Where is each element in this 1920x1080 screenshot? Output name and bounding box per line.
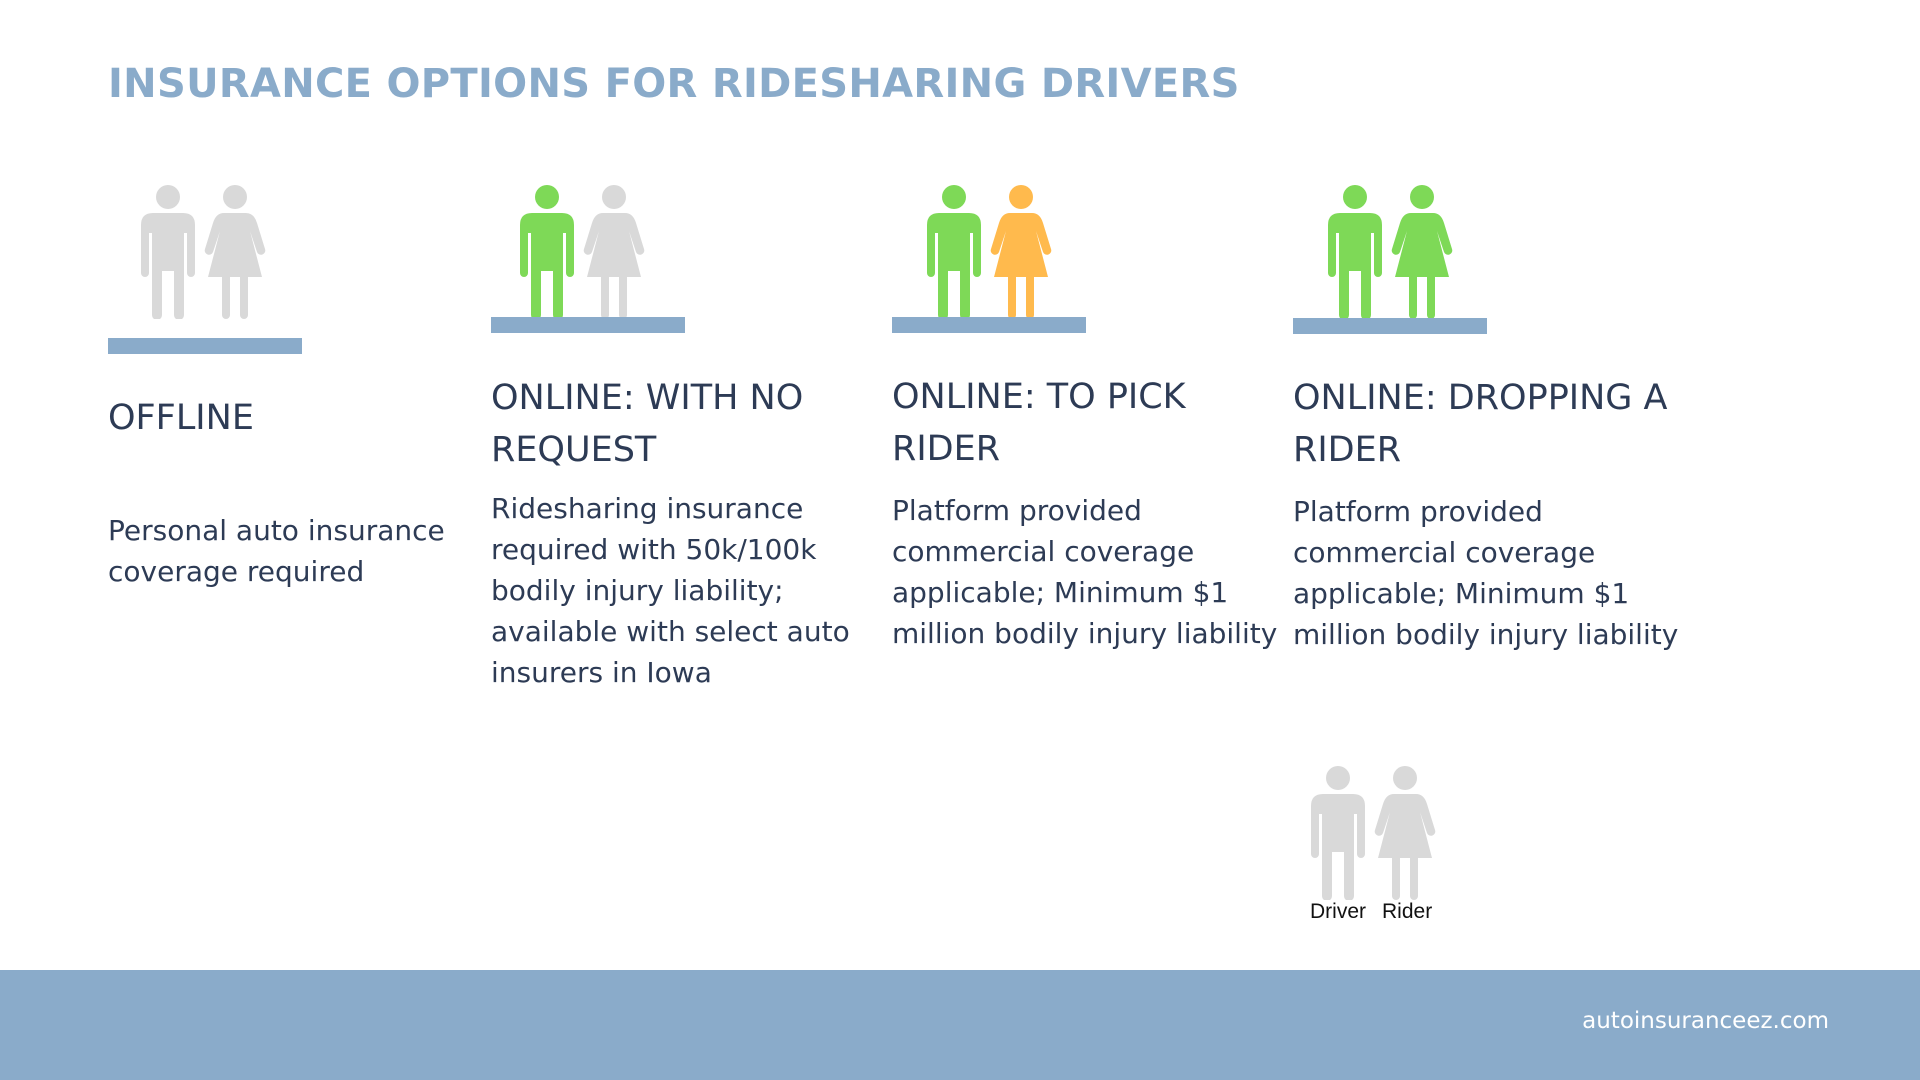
state-description: Personal auto insurance coverage require… [108, 514, 445, 588]
legend: Driver Rider [1306, 766, 1446, 926]
legend-driver-label: Driver [1310, 900, 1366, 923]
column-online-dropping-rider: ONLINE: DROPPING A RIDER Platform provid… [1293, 0, 1688, 970]
person-icons [140, 185, 340, 325]
state-title: ONLINE: TO PICK RIDER [892, 377, 1186, 469]
male-person-icon [1311, 766, 1365, 900]
female-person-icon [1374, 766, 1436, 900]
state-title: OFFLINE [108, 398, 254, 438]
state-description: Platform provided commercial coverage ap… [1293, 495, 1679, 651]
female-person-icon [204, 185, 266, 319]
footer-site-link[interactable]: autoinsuranceez.com [1582, 1008, 1829, 1034]
footer: autoinsuranceez.com [0, 970, 1920, 1080]
platform-bar [1293, 318, 1487, 334]
page-title: INSURANCE OPTIONS FOR RIDESHARING DRIVER… [108, 61, 1240, 107]
column-offline: OFFLINE Personal auto insurance coverage… [108, 0, 503, 970]
column-online-no-request: ONLINE: WITH NO REQUEST Ridesharing insu… [491, 0, 886, 970]
state-title: ONLINE: WITH NO REQUEST [491, 378, 804, 470]
female-person-icon [583, 185, 645, 319]
state-title: ONLINE: DROPPING A RIDER [1293, 378, 1668, 470]
platform-bar [108, 338, 302, 354]
person-icons [926, 185, 1126, 325]
female-person-icon [990, 185, 1052, 319]
column-online-pick-rider: ONLINE: TO PICK RIDER Platform provided … [892, 0, 1287, 970]
state-description: Ridesharing insurance required with 50k/… [491, 492, 850, 689]
person-icons [519, 185, 719, 325]
male-person-icon [1328, 185, 1382, 319]
person-icons [1327, 185, 1527, 325]
state-description: Platform provided commercial coverage ap… [892, 494, 1278, 650]
male-person-icon [520, 185, 574, 319]
male-person-icon [141, 185, 195, 319]
male-person-icon [927, 185, 981, 319]
female-person-icon [1391, 185, 1453, 319]
platform-bar [892, 317, 1086, 333]
legend-rider-label: Rider [1382, 900, 1433, 923]
platform-bar [491, 317, 685, 333]
